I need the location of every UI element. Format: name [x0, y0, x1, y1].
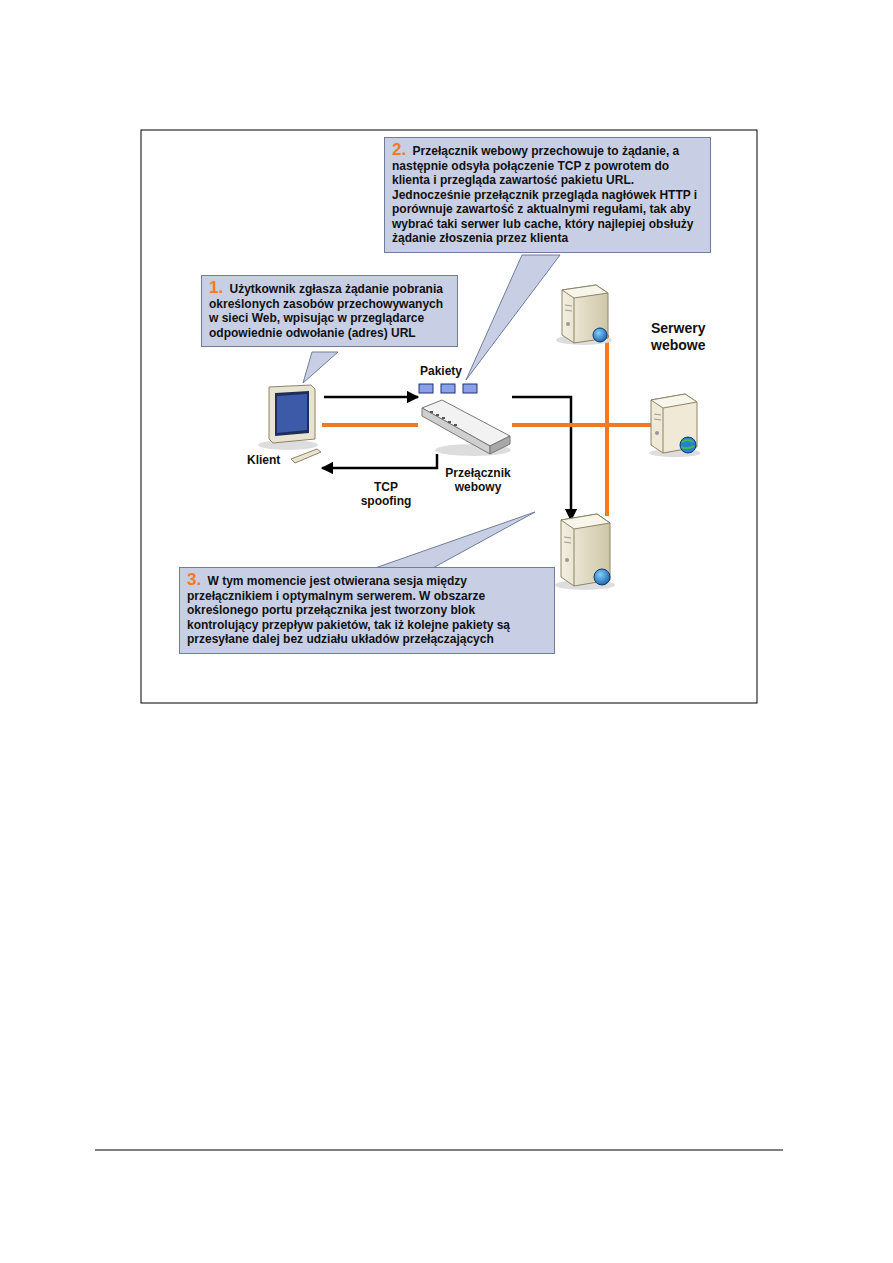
- flow-arrow: [324, 396, 418, 399]
- packet: [441, 384, 455, 393]
- client-computer: Klient: [255, 383, 322, 472]
- footer-rule: [95, 1150, 783, 1151]
- callout-number: 1.: [209, 278, 223, 297]
- session-arrow: [512, 397, 571, 520]
- web-server: Serwery webowe: [648, 392, 700, 458]
- server-icon: [556, 285, 612, 345]
- server-icon: [555, 514, 615, 590]
- flow-arrow: [322, 454, 437, 468]
- node-label: Klient: [247, 453, 280, 467]
- packet: [463, 384, 477, 393]
- callout-box: 3. W tym momencie jest otwierana sesja m…: [179, 567, 555, 654]
- network-wire: [322, 423, 418, 427]
- edge-label: TCP spoofing: [356, 480, 416, 508]
- callout-number: 3.: [187, 570, 201, 589]
- callout-tail: [355, 512, 535, 575]
- node-label: Serwery webowe: [651, 320, 731, 354]
- web-switch-icon: [418, 392, 512, 458]
- callout-box: 1. Użytkownik zgłasza żądanie pobrania o…: [201, 275, 458, 347]
- frame: [141, 130, 757, 703]
- callout-text: Przełącznik webowy przechowuje to żądani…: [392, 144, 697, 245]
- web-switch: Przełącznik webowy: [418, 392, 512, 458]
- network-wire: [512, 423, 652, 427]
- callout-text: Użytkownik zgłasza żądanie pobrania okre…: [209, 282, 443, 340]
- callout-box: 2. Przełącznik webowy przechowuje to żąd…: [384, 137, 711, 253]
- callout-text: W tym momencie jest otwierana sesja międ…: [187, 574, 510, 646]
- node-label: Przełącznik webowy: [443, 466, 513, 494]
- packet-label: Pakiety: [420, 364, 462, 378]
- callout-tail: [466, 255, 560, 380]
- web-server-icon: [648, 392, 700, 458]
- callout-number: 2.: [392, 140, 406, 159]
- callout-tail: [303, 352, 338, 383]
- packet: [419, 384, 433, 393]
